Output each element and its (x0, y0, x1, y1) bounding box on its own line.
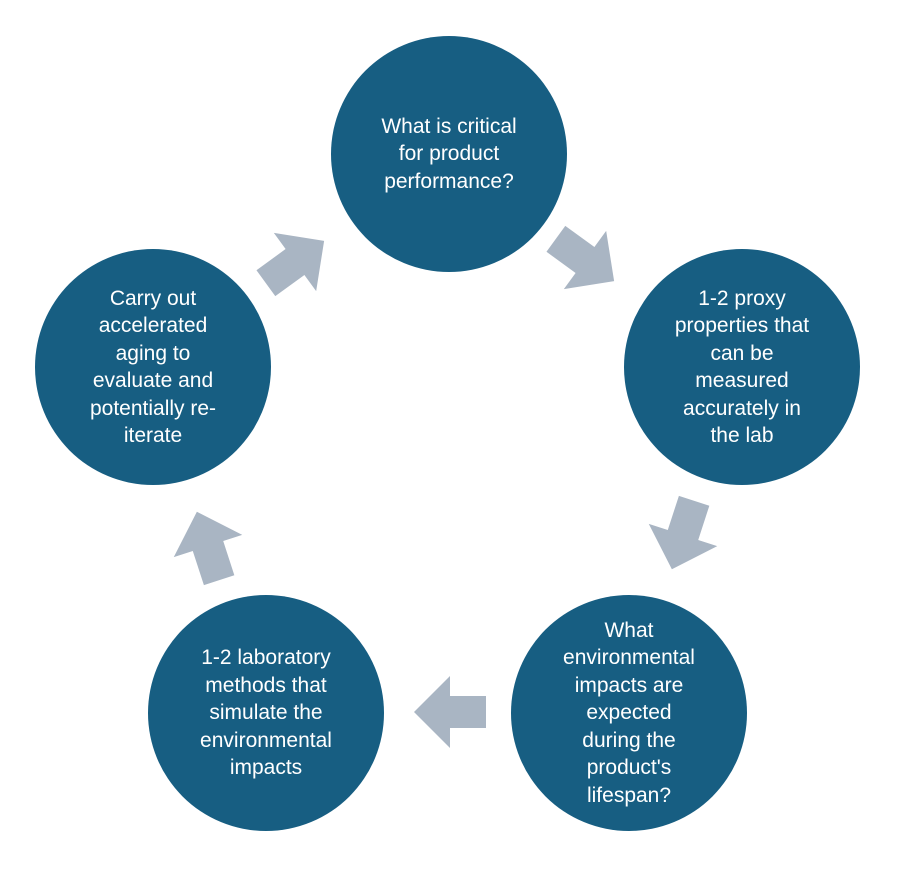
cycle-step-laboratory-methods: 1-2 laboratory methods that simulate the… (148, 595, 384, 831)
cycle-step-label: 1-2 laboratory methods that simulate the… (200, 646, 332, 780)
arrow-right-icon (256, 232, 325, 297)
arrow-right-icon (546, 225, 615, 290)
arrow-right-icon (173, 511, 243, 586)
arrow-right-icon (414, 676, 486, 748)
cycle-step-proxy-properties: 1-2 proxy properties that can be measure… (624, 249, 860, 485)
cycle-step-product-performance: What is critical for product performance… (331, 36, 567, 272)
cycle-step-label: 1-2 proxy properties that can be measure… (674, 286, 810, 448)
cycle-step-label: What environmental impacts are expected … (563, 618, 695, 807)
arrow-right-icon (648, 495, 718, 570)
cycle-arrow-2-to-3 (633, 485, 734, 586)
cycle-arrow-5-to-1 (239, 206, 351, 318)
cycle-step-label: What is critical for product performance… (381, 114, 517, 193)
cycle-arrow-3-to-4 (410, 672, 490, 752)
cycle-step-accelerated-aging: Carry out accelerated aging to evaluate … (35, 249, 271, 485)
cycle-arrow-4-to-5 (158, 496, 259, 597)
cycle-arrow-1-to-2 (529, 204, 641, 316)
cycle-step-label: Carry out accelerated aging to evaluate … (89, 286, 217, 448)
cycle-step-environmental-impacts: What environmental impacts are expected … (511, 595, 747, 831)
